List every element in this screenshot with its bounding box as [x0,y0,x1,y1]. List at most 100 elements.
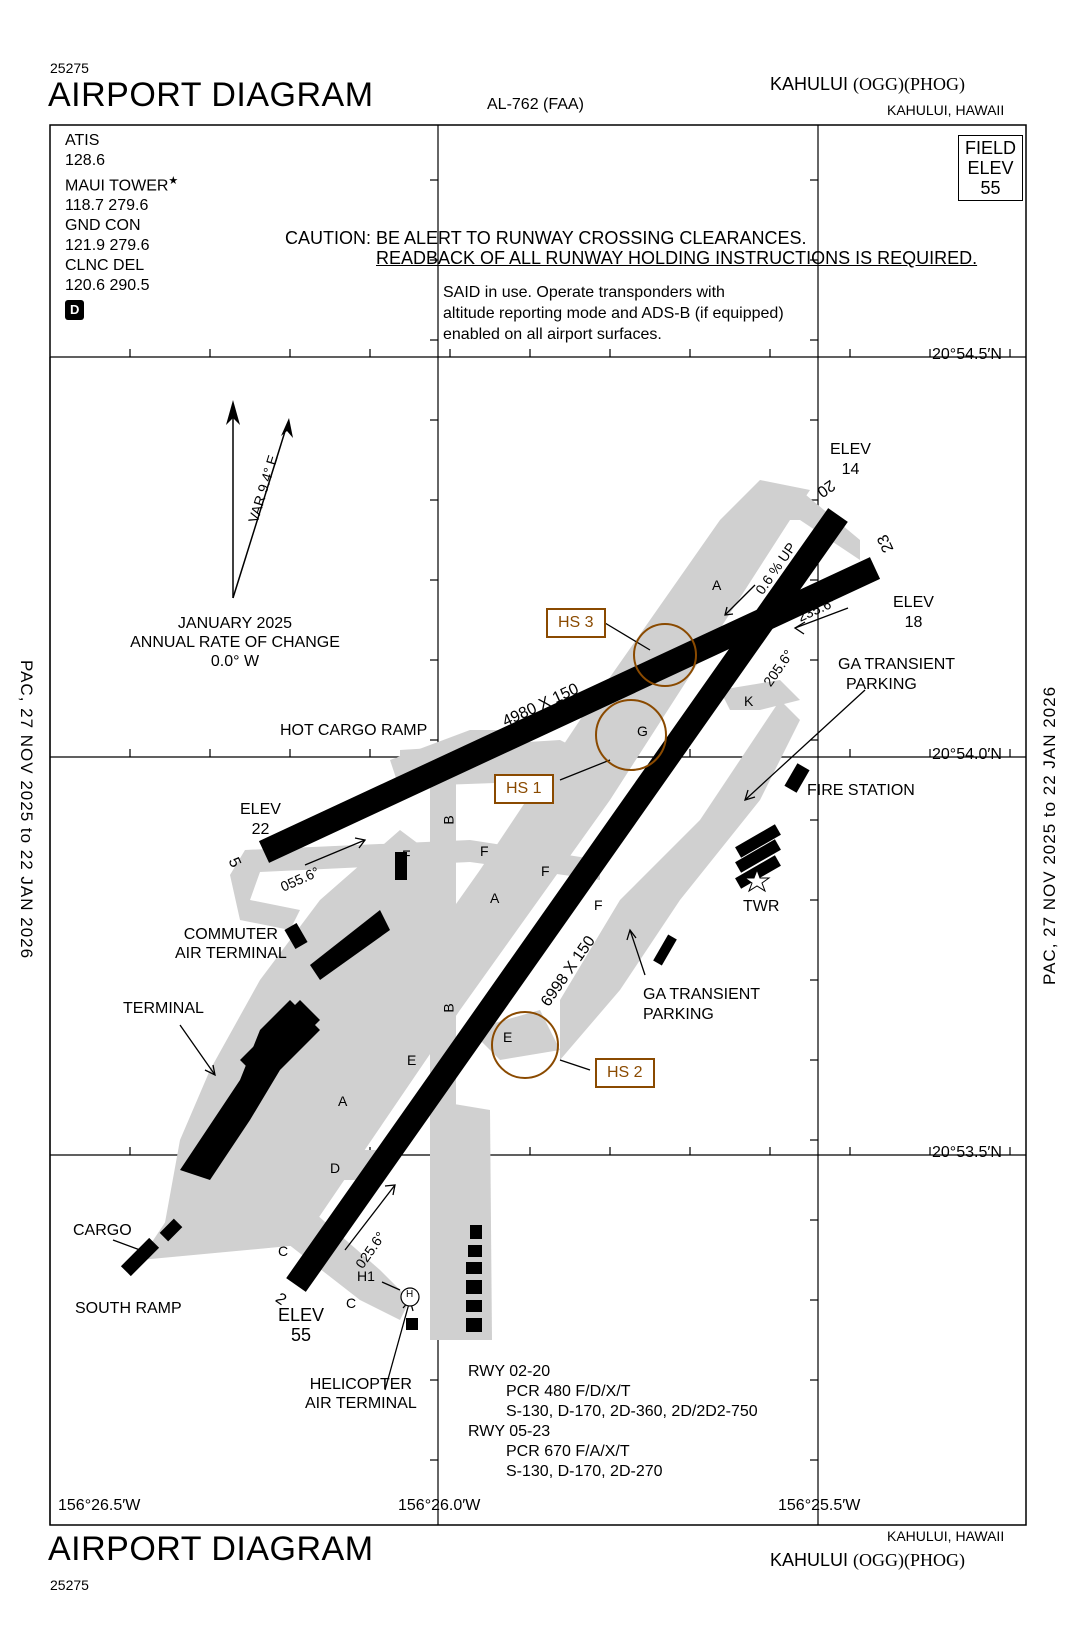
heliport-h-label: H [406,1289,414,1300]
procedure-id: AL-762 (FAA) [487,96,584,113]
building [284,922,308,950]
pcr-rwy1-gear: S-130, D-170, 2D-360, 2D/2D2-750 [506,1403,758,1420]
hot-spot-circles [491,623,697,1079]
south-building [466,1318,482,1332]
commuter-air-terminal-label: COMMUTER AIR TERMINAL [175,925,287,963]
airport-name: KAHULUI [770,74,849,94]
taxiway-c [270,1200,410,1320]
chart-number-bottom: 25275 [50,1577,89,1593]
taxiway-label-g: G [637,723,648,739]
hot-spot-hs3: HS 3 [546,608,606,638]
taxiway-label-c: C [346,1295,357,1311]
terminal-label: TERMINAL [123,1000,204,1017]
taxiway-k [720,680,800,710]
tower-star: ★ [168,175,179,187]
cargo-building [120,1237,160,1277]
terminal-leader-head [204,1064,216,1077]
lat-label-53-5: 20°53.5′N [932,1144,1002,1161]
ga-parking-2-leader [629,929,646,976]
gnd-freq: 121.9 279.6 [65,237,150,255]
magnetic-north-arrow [232,424,288,599]
d-symbol-icon: D [65,300,85,321]
elev-label: ELEV [278,1305,325,1325]
airport-name-bottom: KAHULUI (OGG)(PHOG) [770,1550,965,1571]
heli-building [406,1318,418,1330]
twr-label: TWR [743,898,780,915]
pcr-rwy1: RWY 02-20 [468,1363,551,1380]
heading-arrow-025 [344,1184,396,1251]
tower-star-icon [743,868,771,893]
pcr-block: RWY 02-20 PCR 480 F/D/X/T S-130, D-170, … [468,1362,758,1482]
slope-arrow [724,584,756,616]
south-building [468,1245,482,1257]
slope-arrow-head [724,606,734,616]
heading-arrow-205-head [739,649,750,662]
variation-line2: ANNUAL RATE OF CHANGE [130,634,340,651]
heli-leader [384,1299,411,1391]
tower-label: MAUI TOWER [65,177,169,195]
ga-apron-east [560,700,800,1060]
terminal-pier [240,1000,320,1080]
taxiway-north-loop [745,490,860,560]
ga-transient-label: GA TRANSIENT [838,656,956,673]
variation-line3: 0.0° W [210,653,260,670]
taxiway-label-a: A [712,577,722,593]
location-bottom: KAHULUI, HAWAII [887,1528,1005,1544]
elev-rwy23: ELEV 18 [893,593,934,633]
elev-rwy02: ELEV 55 [278,1305,324,1345]
airport-name-top: KAHULUI (OGG)(PHOG) [770,74,965,95]
heading-arrow-205 [739,611,776,661]
field-elev-line2: ELEV [967,158,1014,178]
chart-title-bottom: AIRPORT DIAGRAM [48,1530,374,1568]
chart-number-top: 25275 [50,60,89,76]
field-elev-value: 55 [980,178,1001,198]
hot-spot-hs1: HS 1 [494,774,554,804]
pcr-rwy2: RWY 05-23 [468,1423,551,1440]
field-elevation-box: FIELD ELEV 55 [958,135,1024,201]
taxiway-label-e: E [503,1029,513,1045]
hs1-leader [559,759,611,781]
taxiway-label-e: E [407,1052,417,1068]
south-building [466,1262,482,1274]
elev-value: 55 [291,1325,312,1345]
pcr-rwy1-pcr: PCR 480 F/D/X/T [506,1383,631,1400]
south-building [470,1225,482,1239]
parking-label: PARKING [846,676,917,693]
h1-leader [381,1281,401,1291]
elev-label: ELEV [240,801,281,818]
commuter-label: COMMUTER [183,926,278,943]
clnc-freq: 120.6 290.5 [65,277,150,295]
taxiway-label-f: F [480,843,489,859]
south-building [466,1300,482,1312]
ga-transient-label: GA TRANSIENT [643,986,761,1003]
air-terminal-label: AIR TERMINAL [305,1395,417,1412]
taxiway-label-a: A [490,890,500,906]
runway-02-20 [286,508,848,1292]
elev-rwy20: ELEV 14 [830,440,871,480]
air-terminal-label: AIR TERMINAL [175,945,287,962]
tower-freq: 118.7 279.6 [65,197,149,215]
building [395,852,407,880]
tower-building [735,839,781,873]
airport-ids: (OGG)(PHOG) [853,1550,966,1570]
fire-station-building [784,763,810,793]
airport-ids: (OGG)(PHOG) [853,74,966,94]
caution-line1: CAUTION: BE ALERT TO RUNWAY CROSSING CLE… [285,228,807,248]
ga-parking-1-leader [744,689,866,801]
heading-arrow-235-head [793,621,806,635]
ga-parking-1-leader-head [744,789,756,801]
field-elev-line1: FIELD [965,138,1017,158]
elev-value: 18 [904,614,923,631]
fire-station-label: FIRE STATION [807,782,915,799]
said-line3: enabled on all airport surfaces. [443,326,662,343]
parking-label: PARKING [643,1006,714,1023]
cargo-label: CARGO [73,1222,132,1239]
lon-label-26-0: 156°26.0′W [398,1497,481,1514]
hs3-leader [604,622,651,651]
hs2-circle [491,1011,559,1079]
lat-label-54-0: 20°54.0′N [932,746,1002,763]
pcr-rwy2-pcr: PCR 670 F/A/X/T [506,1443,630,1460]
elev-rwy05: ELEV 22 [240,800,281,840]
airport-name: KAHULUI [770,1550,849,1570]
